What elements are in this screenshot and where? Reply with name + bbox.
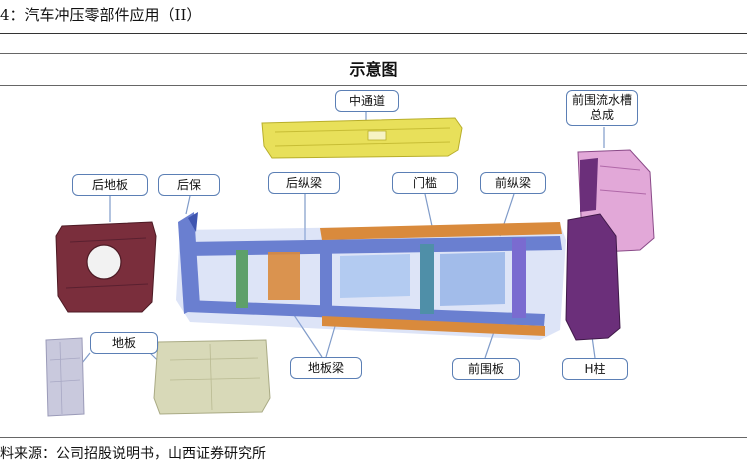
diagram-title: 示意图 — [349, 60, 398, 79]
title-rule-top — [0, 53, 747, 54]
top-rule — [0, 33, 747, 34]
callout-rear-rail: 后纵梁 — [268, 172, 340, 194]
bottom-rule — [0, 437, 747, 438]
body-frame — [176, 212, 566, 340]
title-rule-bottom — [0, 85, 747, 86]
callout-front-cowl: 前围流水槽总成 — [566, 90, 638, 126]
floor-panel-left — [45, 337, 85, 417]
leader-floor-beam-1 — [293, 314, 323, 358]
callout-h-pillar: H柱 — [562, 358, 628, 380]
callout-center-tunnel: 中通道 — [335, 90, 399, 112]
callout-floor-beam: 地板梁 — [290, 357, 362, 379]
callout-rear-bumper: 后保 — [158, 174, 220, 196]
center-tunnel-part — [261, 117, 463, 159]
h-pillar-part — [565, 213, 621, 341]
figure-caption: 4：汽车冲压零部件应用（II） — [0, 6, 202, 24]
callout-rear-floor: 后地板 — [72, 174, 148, 196]
callout-front-panel: 前围板 — [452, 358, 520, 380]
source-note: 料来源：公司招股说明书，山西证券研究所 — [0, 446, 266, 462]
rear-bumper-part — [178, 212, 200, 314]
leader-rear-bumper — [185, 195, 191, 215]
callout-door-sill: 门槛 — [392, 172, 458, 194]
callout-floor: 地板 — [90, 332, 158, 354]
callout-front-rail: 前纵梁 — [480, 172, 546, 194]
leader-door-sill — [424, 193, 433, 227]
